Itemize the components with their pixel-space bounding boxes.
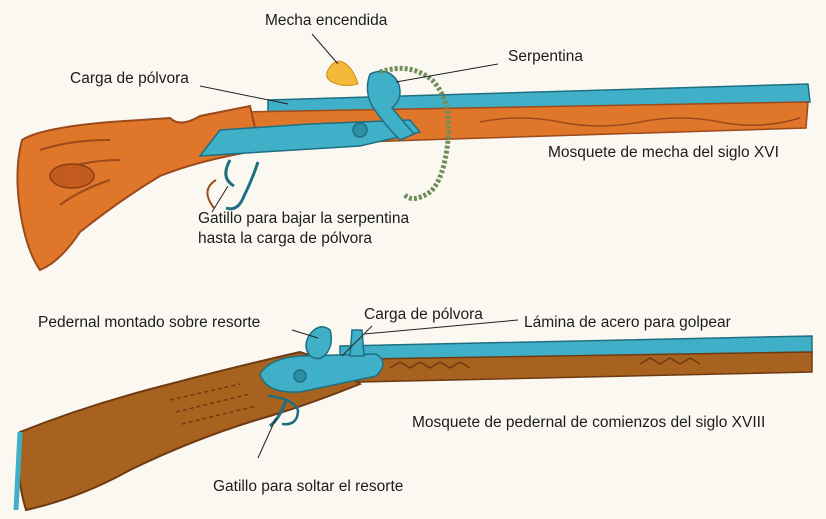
label-powder-charge-bottom: Carga de pólvora <box>364 306 483 324</box>
label-steel-plate: Lámina de acero para golpear <box>524 314 731 332</box>
leader-lit-match <box>312 34 338 64</box>
caption-matchlock: Mosquete de mecha del siglo XVI <box>548 144 779 162</box>
matchlock-stock-oval <box>50 164 94 188</box>
leader-trigger-bottom <box>258 418 276 458</box>
flintlock-hammer <box>306 327 331 359</box>
matchlock-musket <box>17 61 810 270</box>
leader-trigger-top <box>212 186 228 212</box>
flintlock-lock-screw <box>294 370 306 382</box>
label-trigger-top-line1: Gatillo para bajar la serpentina <box>198 210 409 228</box>
flintlock-butt-plate <box>16 432 20 510</box>
matchlock-lock-screw <box>353 123 367 137</box>
label-trigger-bottom: Gatillo para soltar el resorte <box>213 478 403 496</box>
matchlock-trigger-guard <box>207 180 216 208</box>
label-serpentine: Serpentina <box>508 48 583 66</box>
flintlock-frizzen <box>350 330 364 356</box>
leader-serpentine <box>396 64 498 82</box>
lit-match-flame <box>327 61 358 86</box>
label-flint-spring: Pedernal montado sobre resorte <box>38 314 260 332</box>
flintlock-lock-plate <box>260 354 383 392</box>
label-powder-charge-top: Carga de pólvora <box>70 70 189 88</box>
caption-flintlock: Mosquete de pedernal de comienzos del si… <box>412 414 765 432</box>
label-lit-match: Mecha encendida <box>265 12 387 30</box>
label-trigger-top-line2: hasta la carga de pólvora <box>198 230 372 248</box>
matchlock-trigger <box>226 160 258 209</box>
leader-powder-top <box>200 86 288 104</box>
